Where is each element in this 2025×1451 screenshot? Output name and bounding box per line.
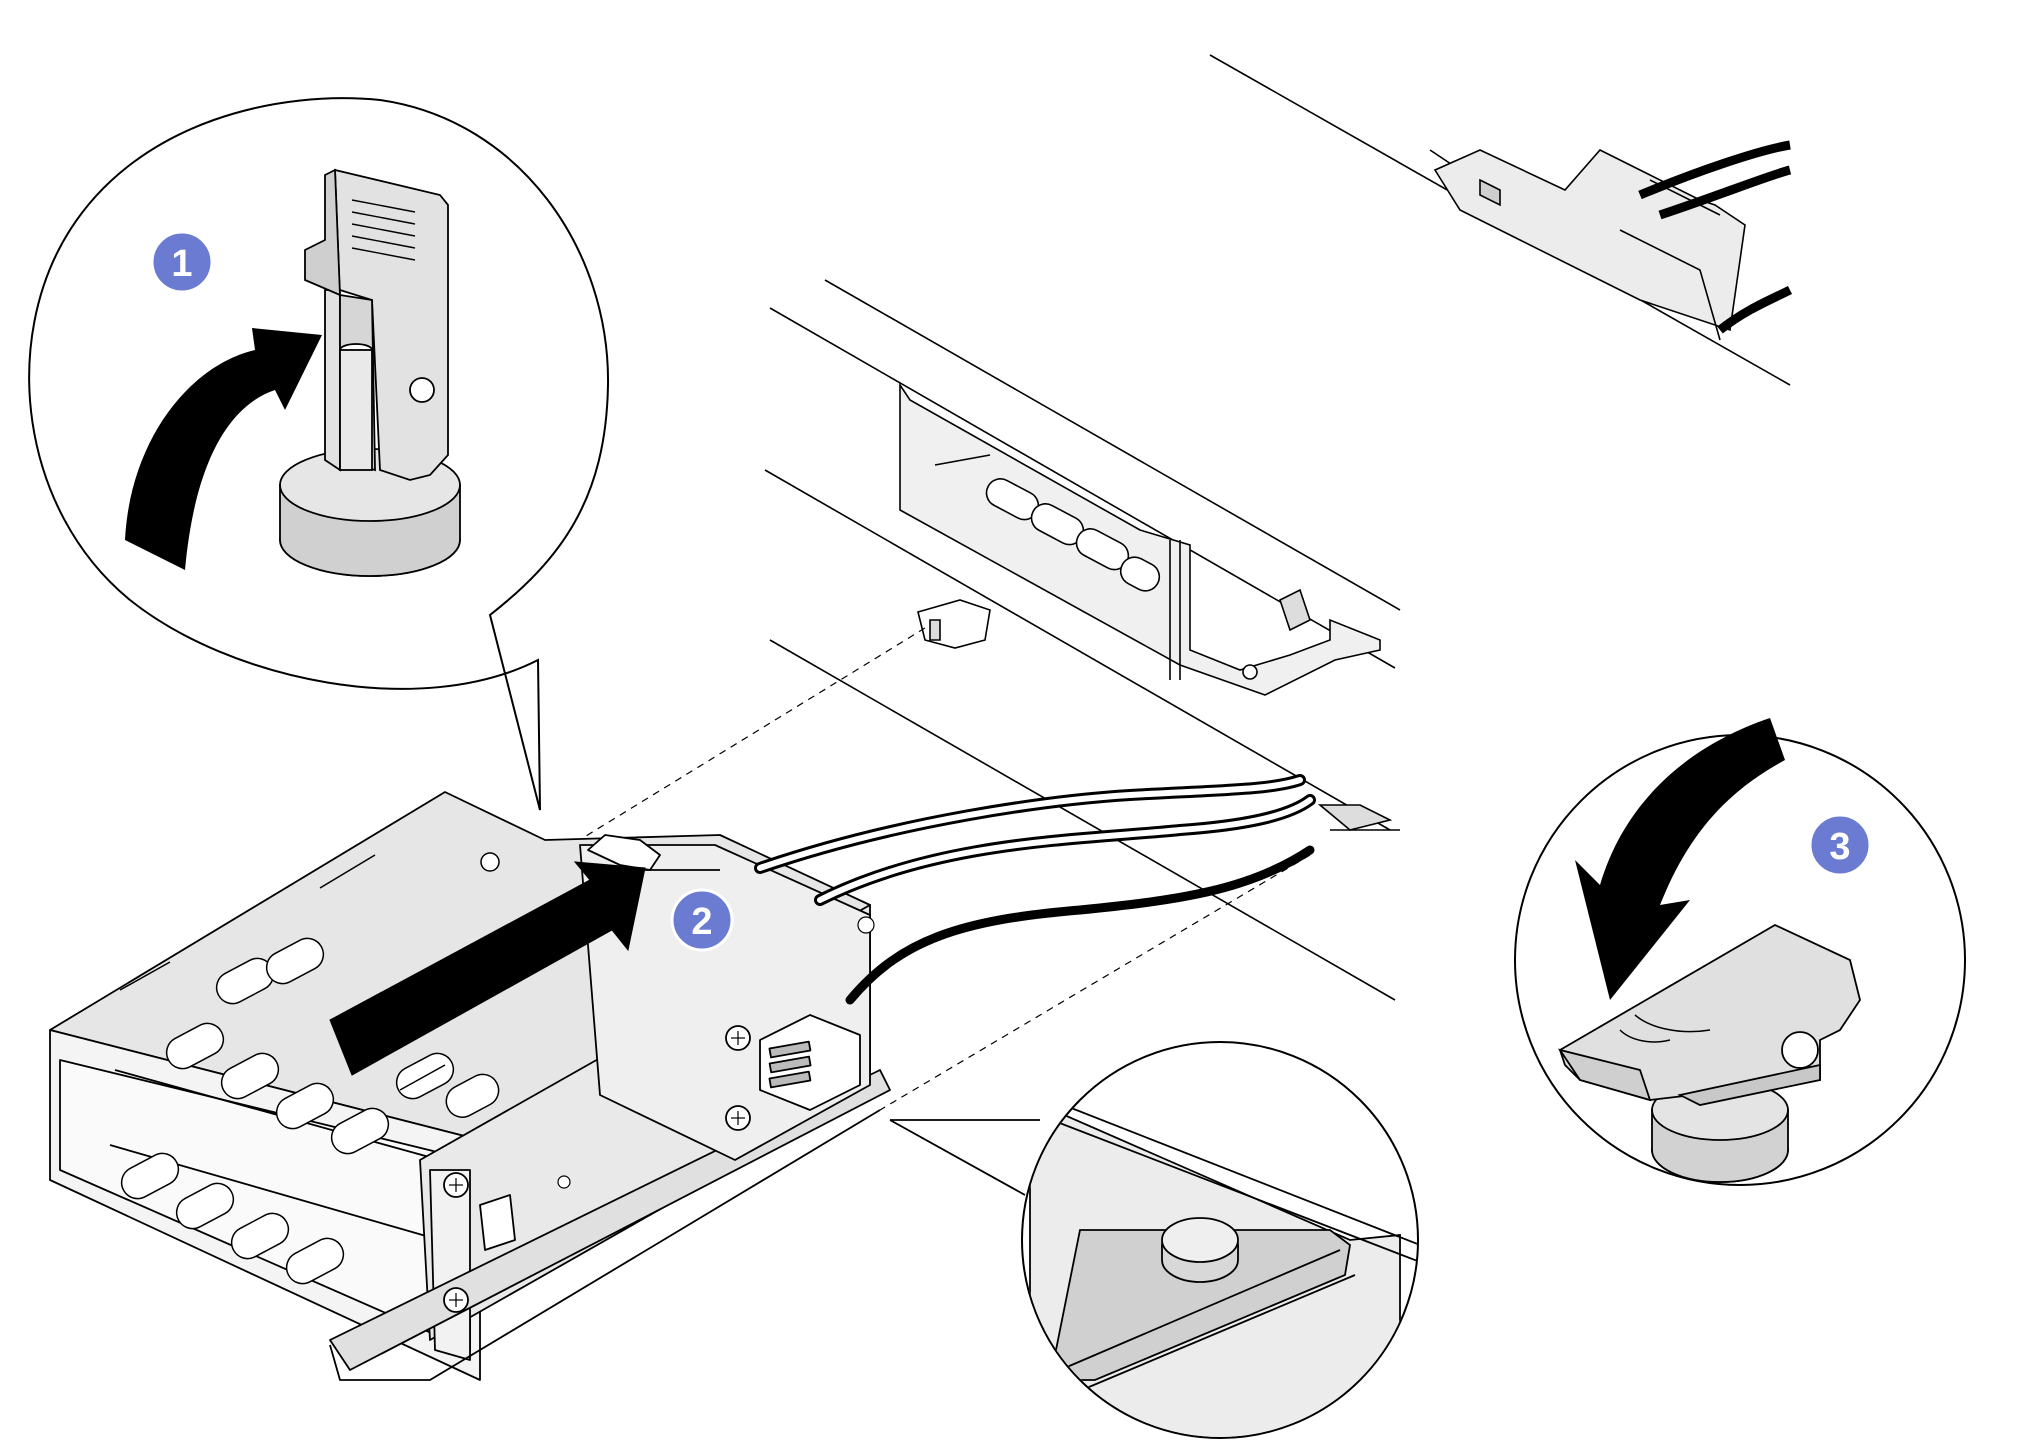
rear-connector (1433, 140, 1793, 341)
callout-badge-1: 1 (150, 230, 214, 294)
curved-arrow-up-icon (125, 328, 322, 570)
zoom-latch-lower (1514, 718, 1966, 1186)
callout-badge-1-label: 1 (171, 243, 192, 285)
straight-arrow-icon (329, 861, 646, 1076)
mid-bracket (899, 382, 1393, 831)
cables (754, 774, 1316, 1005)
drive-cage (49, 791, 891, 1381)
callout-badge-2: 2 (670, 888, 734, 952)
callout-badge-3-label: 3 (1829, 826, 1850, 868)
zoom-latch-lift (28, 97, 610, 811)
zoom-guide-pin (889, 1041, 1419, 1439)
callout-badge-2-label: 2 (691, 901, 712, 943)
curved-arrow-down-icon (1575, 718, 1785, 1000)
callout-badge-3: 3 (1808, 813, 1872, 877)
alignment-guides (554, 627, 1311, 1111)
